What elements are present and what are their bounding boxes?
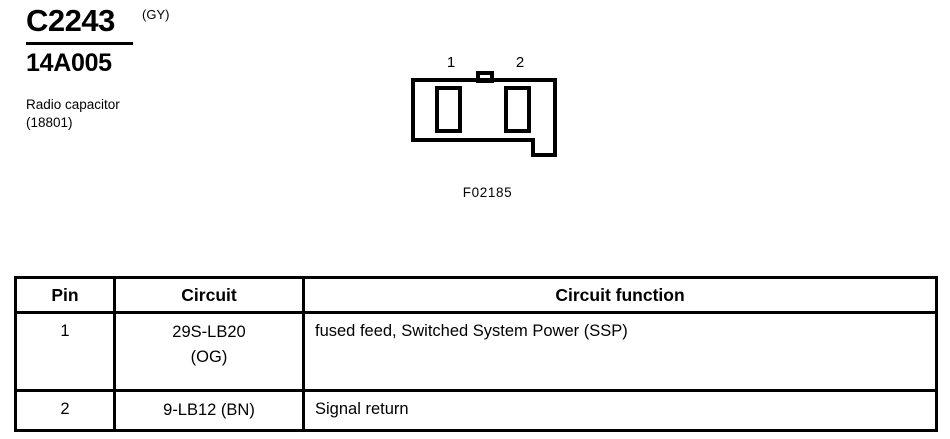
connector-description: Radio capacitor (18801) bbox=[26, 96, 226, 132]
connector-id-divider bbox=[26, 42, 133, 45]
table-header-row: Pin Circuit Circuit function bbox=[14, 276, 938, 314]
connector-figure-label: F02185 bbox=[462, 185, 513, 200]
connector-pin-label-1: 1 bbox=[447, 54, 455, 71]
table-cell-circuit-function: Signal return bbox=[302, 389, 938, 432]
connector-cavity-2 bbox=[504, 86, 531, 133]
connector-color-code: (GY) bbox=[142, 7, 170, 22]
connector-description-id: (18801) bbox=[26, 115, 73, 130]
circuit-code-line-2: (OG) bbox=[190, 348, 228, 366]
connector-diagram-svg: 1 2 bbox=[411, 54, 557, 157]
connector-body-outline bbox=[411, 78, 557, 157]
table-cell-pin: 2 bbox=[14, 389, 116, 432]
connector-description-name: Radio capacitor bbox=[26, 97, 120, 112]
table-cell-circuit: 29S-LB20 (OG) bbox=[113, 311, 305, 392]
connector-code-row: C2243 (GY) bbox=[26, 4, 226, 40]
table-header-circuit: Circuit bbox=[113, 276, 305, 314]
table-cell-circuit-function: fused feed, Switched System Power (SSP) bbox=[302, 311, 938, 392]
connector-code: C2243 bbox=[26, 3, 115, 38]
connector-part-number: 14A005 bbox=[26, 49, 112, 77]
table-header-circuit-function: Circuit function bbox=[302, 276, 938, 314]
table-cell-circuit: 9-LB12 (BN) bbox=[113, 389, 305, 432]
circuit-code-line-1: 29S-LB20 bbox=[172, 323, 246, 341]
table-row: 2 9-LB12 (BN) Signal return bbox=[14, 389, 938, 432]
connector-id-block: C2243 (GY) 14A005 Radio capacitor (18801… bbox=[26, 4, 226, 132]
table-row: 1 29S-LB20 (OG) fused feed, Switched Sys… bbox=[14, 311, 938, 392]
connector-pin-label-2: 2 bbox=[516, 54, 524, 71]
table-header-pin: Pin bbox=[14, 276, 116, 314]
connector-cavity-1 bbox=[435, 86, 462, 133]
table-cell-pin: 1 bbox=[14, 311, 116, 392]
connector-illustration: 1 2 F02185 bbox=[400, 40, 600, 215]
pin-circuit-table: Pin Circuit Circuit function 1 29S-LB20 … bbox=[14, 276, 938, 432]
